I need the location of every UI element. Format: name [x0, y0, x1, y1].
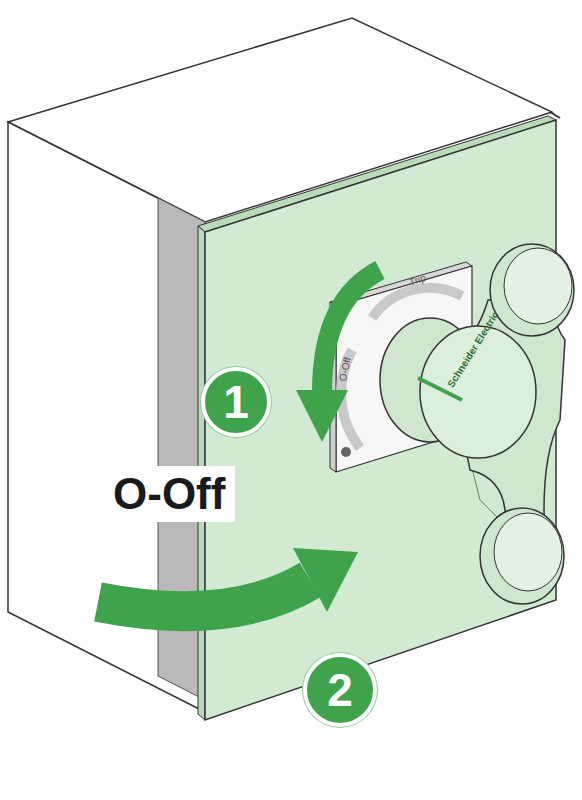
handle-knob-top — [504, 248, 572, 324]
hinge-pin — [550, 112, 560, 118]
callout-circle: 1 — [201, 367, 271, 437]
callout-number: 2 — [327, 667, 353, 713]
handle-knob-bottom — [480, 508, 564, 604]
callout-number: 1 — [223, 379, 249, 425]
padlock-icon — [341, 447, 351, 457]
open-door-arrow-head — [293, 548, 358, 612]
open-door-arrow — [98, 580, 310, 611]
rotate-arrow — [322, 270, 380, 392]
state-label: O-Off — [103, 466, 235, 522]
rotate-arrow-head — [296, 390, 348, 442]
callout-circle: 2 — [303, 653, 377, 727]
handle-knob-bottom — [494, 513, 562, 591]
handle-knob-top — [490, 244, 574, 336]
dial-arc — [372, 288, 462, 318]
